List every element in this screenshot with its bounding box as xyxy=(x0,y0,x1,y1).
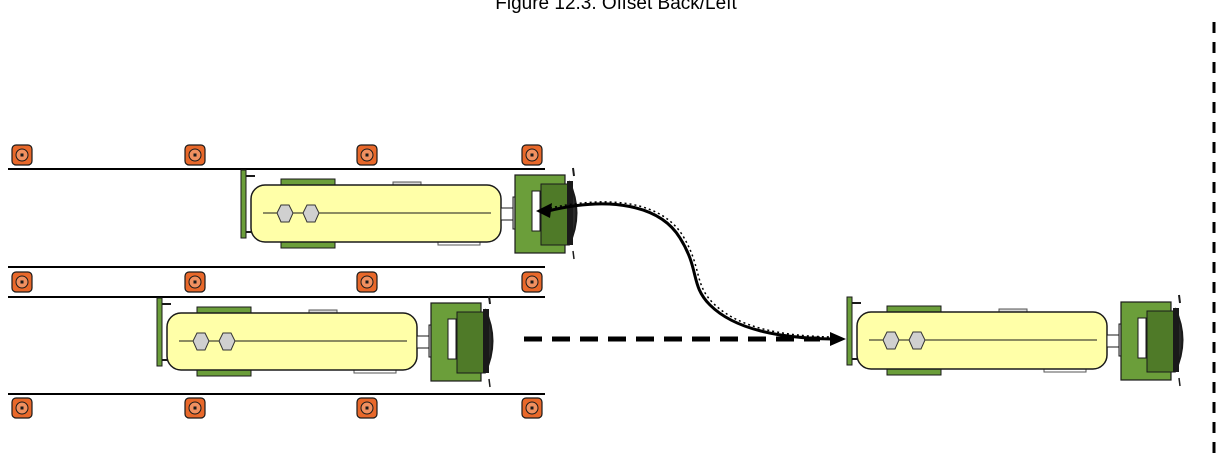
lane-lines xyxy=(8,168,545,395)
traffic-cone-icon xyxy=(521,271,543,293)
figure-caption: Figure 12.3. Offset Back/Left xyxy=(495,0,737,14)
traffic-cone-icon xyxy=(11,271,33,293)
traffic-cone-icon xyxy=(521,144,543,166)
offset-curve-arrow xyxy=(536,201,846,346)
traffic-cone-icon xyxy=(356,144,378,166)
traffic-cone-icon xyxy=(184,144,206,166)
traffic-cone-icon xyxy=(356,271,378,293)
tanker-truck-icon xyxy=(846,294,1184,387)
traffic-cone-icon xyxy=(11,144,33,166)
traffic-cone-icon xyxy=(521,397,543,419)
traffic-cone-icon xyxy=(11,397,33,419)
traffic-cone-icon xyxy=(356,397,378,419)
traffic-cone-icon xyxy=(184,397,206,419)
traffic-cone-icon xyxy=(184,271,206,293)
tanker-truck-icon xyxy=(156,295,494,388)
arrowhead-right-icon xyxy=(830,332,846,346)
arrowhead-left-icon xyxy=(536,203,552,218)
tanker-truck-icon xyxy=(240,167,578,260)
